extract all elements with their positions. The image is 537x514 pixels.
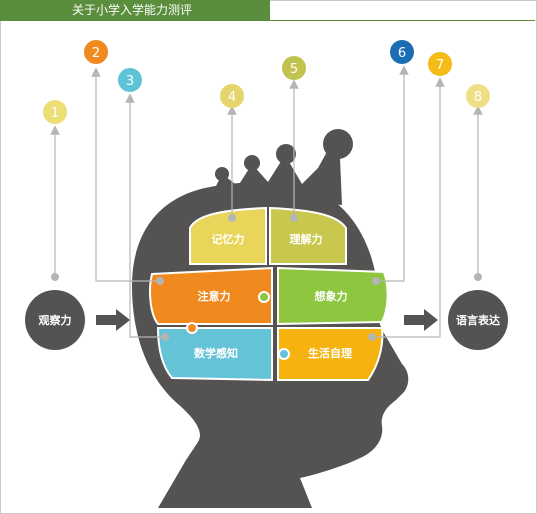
math-label: 数学感知 — [194, 346, 238, 360]
memory-label: 记忆力 — [212, 232, 245, 246]
number-circle-6 — [390, 40, 414, 64]
connector-dot — [228, 214, 236, 222]
number-4: 4 — [228, 90, 236, 105]
number-circle-1 — [43, 100, 67, 124]
number-5: 5 — [290, 62, 298, 77]
understanding-label: 理解力 — [290, 232, 323, 246]
crown-ball — [215, 167, 229, 181]
number-8: 8 — [474, 90, 482, 105]
connector-dot — [156, 277, 164, 285]
connector-dot — [51, 273, 59, 281]
understanding-piece — [269, 206, 347, 265]
number-3: 3 — [126, 74, 134, 89]
expression-circle — [448, 290, 508, 350]
puzzle-knob — [186, 322, 198, 334]
crown-ball — [323, 129, 353, 159]
connector-7 — [372, 77, 445, 338]
puzzle-knob — [278, 348, 290, 360]
crown-ball — [276, 144, 296, 164]
input-arrow — [96, 309, 130, 331]
observation-label: 观察力 — [39, 313, 72, 327]
number-6: 6 — [398, 46, 406, 61]
memory-piece — [189, 206, 267, 265]
output-arrow — [404, 309, 438, 331]
title-tab: 关于小学入学能力测评 — [0, 0, 270, 20]
number-7: 7 — [436, 58, 444, 73]
observation-circle — [25, 290, 85, 350]
number-2: 2 — [92, 46, 100, 61]
connector-dot — [474, 273, 482, 281]
title-bar: 关于小学入学能力测评 — [0, 0, 535, 21]
crown-ball — [244, 155, 260, 171]
crown — [212, 150, 342, 205]
page-title: 关于小学入学能力测评 — [72, 3, 193, 17]
imagination-label: 想象力 — [314, 289, 348, 303]
imagination-piece — [277, 266, 389, 326]
connector-2 — [91, 67, 160, 282]
number-circle-2 — [84, 40, 108, 64]
number-circle-8 — [466, 84, 490, 108]
number-circle-4 — [220, 84, 244, 108]
number-circle-3 — [118, 68, 142, 92]
number-1: 1 — [51, 106, 59, 121]
number-circle-5 — [282, 56, 306, 80]
connector-dot — [372, 277, 380, 285]
number-circle-7 — [428, 52, 452, 76]
connector-6 — [376, 65, 409, 282]
connector-dot — [161, 333, 169, 341]
life-label: 生活自理 — [308, 346, 352, 360]
puzzle-knob — [258, 291, 270, 303]
connector-dot — [290, 214, 298, 222]
expression-label: 语言表达 — [456, 313, 500, 327]
connector-3 — [125, 93, 165, 338]
attention-label: 注意力 — [198, 289, 231, 303]
life-piece — [277, 327, 384, 381]
connector-dot — [368, 333, 376, 341]
